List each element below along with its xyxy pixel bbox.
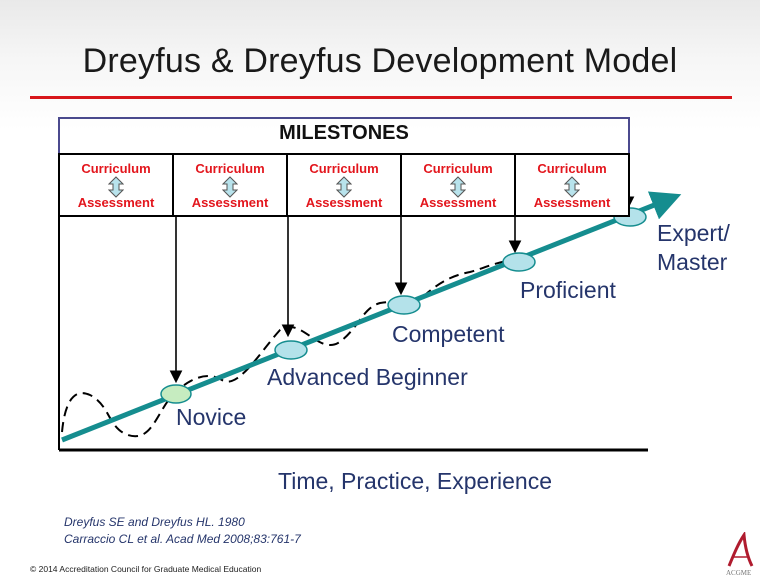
acgme-logo: ACGME	[726, 532, 754, 576]
double-arrow-icon	[108, 176, 124, 198]
stage-master: Master	[657, 249, 728, 275]
phase-row: Curriculum Assessment Curriculum Assessm…	[58, 153, 630, 217]
title-divider	[30, 96, 732, 99]
node-novice	[160, 384, 192, 404]
double-arrow-icon	[222, 176, 238, 198]
milestones-label: MILESTONES	[279, 122, 409, 144]
phase-assessment: Assessment	[305, 195, 383, 210]
double-arrow-icon	[336, 176, 352, 198]
stage-novice: Novice	[176, 404, 247, 430]
stage-competent: Competent	[392, 321, 505, 347]
phase-box: Curriculum Assessment	[58, 153, 174, 217]
node-proficient	[502, 252, 536, 272]
reference-1: Dreyfus SE and Dreyfus HL. 1980	[64, 515, 245, 529]
stage-proficient: Proficient	[520, 277, 616, 303]
phase-assessment: Assessment	[191, 195, 269, 210]
phase-curriculum: Curriculum	[423, 161, 493, 176]
phase-box: Curriculum Assessment	[172, 153, 288, 217]
phase-curriculum: Curriculum	[309, 161, 379, 176]
progression-line	[61, 191, 682, 443]
phase-curriculum: Curriculum	[81, 161, 151, 176]
node-advanced-beginner	[274, 340, 308, 360]
reference-2: Carraccio CL et al. Acad Med 2008;83:761…	[64, 532, 301, 546]
phase-box: Curriculum Assessment	[400, 153, 516, 217]
learning-curve-dashed	[61, 259, 516, 438]
double-arrow-icon	[450, 176, 466, 198]
phase-assessment: Assessment	[533, 195, 611, 210]
phase-assessment: Assessment	[419, 195, 497, 210]
phase-box: Curriculum Assessment	[286, 153, 402, 217]
phase-assessment: Assessment	[77, 195, 155, 210]
stage-expert: Expert/	[657, 220, 730, 246]
phase-box: Curriculum Assessment	[514, 153, 630, 217]
stage-advanced-beginner: Advanced Beginner	[267, 364, 468, 390]
phase-curriculum: Curriculum	[195, 161, 265, 176]
svg-text:ACGME: ACGME	[726, 569, 751, 576]
slide-title: Dreyfus & Dreyfus Development Model	[82, 42, 678, 80]
node-competent	[387, 295, 421, 315]
milestones-frame	[58, 117, 630, 153]
copyright: © 2014 Accreditation Council for Graduat…	[30, 564, 262, 574]
phase-curriculum: Curriculum	[537, 161, 607, 176]
double-arrow-icon	[564, 176, 580, 198]
x-axis-label: Time, Practice, Experience	[278, 468, 552, 494]
